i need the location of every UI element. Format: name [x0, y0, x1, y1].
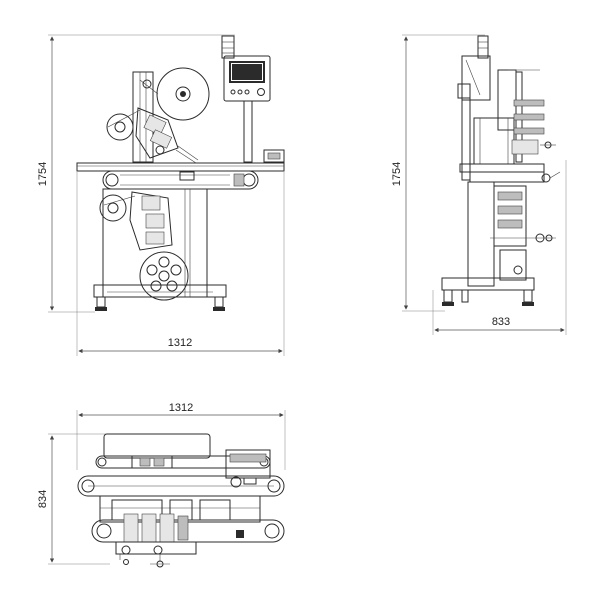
- front-view: 1754 1312: [37, 34, 285, 356]
- top-width-label: 1312: [169, 402, 193, 414]
- top-width-dimension: 1312: [76, 402, 286, 470]
- side-height-label: 1754: [391, 162, 403, 186]
- control-panel: [221, 35, 285, 163]
- table-conveyor: [76, 162, 285, 190]
- side-width-dimension: 833: [432, 160, 567, 335]
- front-width-label: 1312: [168, 337, 192, 349]
- front-height-label: 1754: [37, 162, 49, 186]
- top-depth-label: 834: [37, 490, 49, 508]
- side-height-dimension: 1754: [391, 34, 485, 312]
- side-view: 1754 833: [391, 34, 567, 335]
- top-view: 1312 834: [37, 402, 286, 568]
- lower-label-head: [99, 188, 208, 301]
- front-base-frame: [93, 284, 227, 311]
- front-width-dimension: 1312: [76, 172, 285, 356]
- upper-label-head: [106, 67, 210, 164]
- side-width-label: 833: [492, 316, 510, 328]
- front-height-dimension: 1754: [37, 34, 235, 313]
- top-depth-dimension: 834: [37, 433, 110, 565]
